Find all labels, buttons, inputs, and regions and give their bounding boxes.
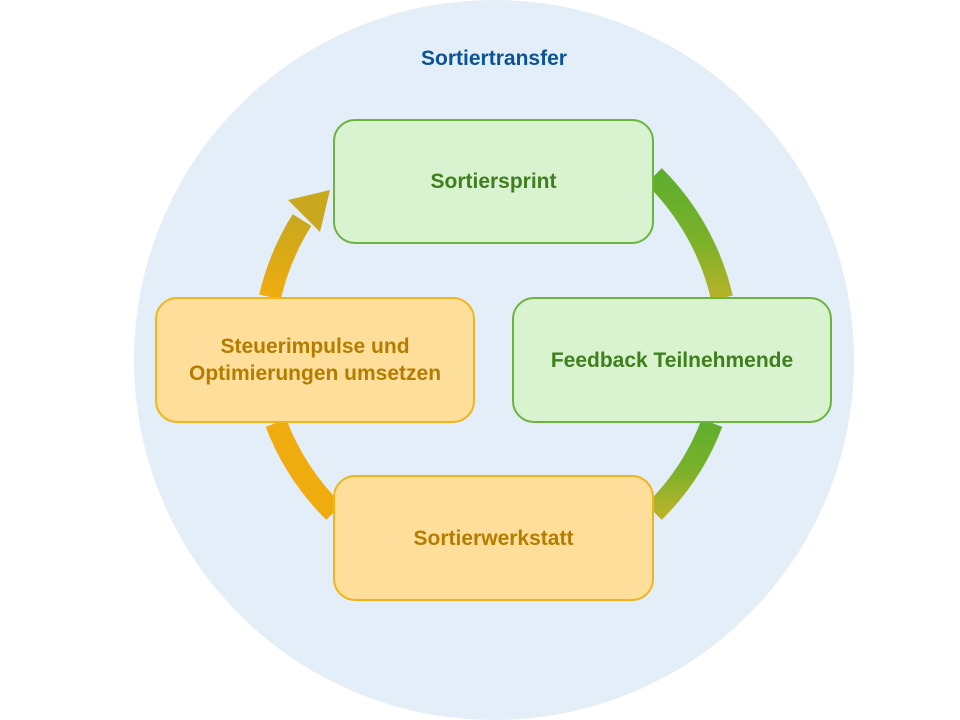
arrow-sprint-to-feedback [646,168,733,301]
node-sortiersprint-label: Sortiersprint [430,170,557,193]
node-feedback-label: Feedback Teilnehmende [550,348,794,372]
arrow-feedback-to-werkstatt [646,418,723,520]
arrow-werkstatt-to-steuer [265,418,342,520]
arrowhead-icon [288,190,330,232]
node-feedback-teilnehmende: Feedback Teilnehmende [512,297,832,423]
node-steuerimpulse: Steuerimpulse und Optimierungen umsetzen [155,297,475,423]
node-sortiersprint: Sortiersprint [333,119,654,244]
node-sortierwerkstatt-label: Sortierwerkstatt [413,526,574,550]
arrow-steuer-to-sprint [259,214,312,300]
node-steuerimpulse-label: Steuerimpulse und Optimierungen umsetzen [188,335,442,385]
diagram-title: Sortiertransfer [421,47,567,70]
node-sortierwerkstatt: Sortierwerkstatt [333,475,654,601]
